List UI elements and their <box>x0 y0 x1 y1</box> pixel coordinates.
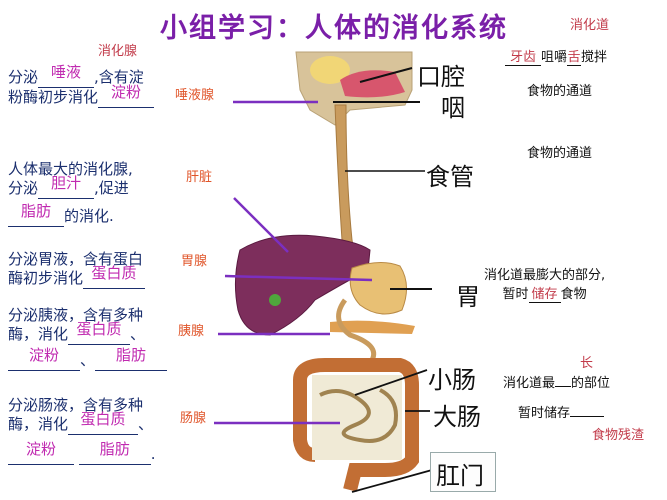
gland-label-salivary: 唾液腺 <box>175 88 215 103</box>
answer-blank[interactable]: 唾液 <box>38 63 95 88</box>
organ-label-small-intestine: 小肠 <box>428 366 476 394</box>
organ-label-pharynx: 咽 <box>441 94 465 122</box>
large-intestine-answer: 食物残渣 <box>592 428 645 443</box>
answer-blank[interactable]: 淀粉 <box>8 346 80 371</box>
pancreas-question: 分泌胰液，含有多种 酶，消化蛋白质、 淀粉、脂肪 <box>8 306 168 371</box>
large-intestine-shape <box>293 358 419 492</box>
answer-blank[interactable]: 脂肪 <box>8 202 64 227</box>
large-intestine-note: 暂时储存 <box>518 402 605 421</box>
intestinal-question: 分泌肠液，含有多种 酶，消化蛋白质、 淀粉 脂肪. <box>8 396 156 465</box>
gastric-question: 分泌胃液，含有蛋白 酶初步消化蛋白质 <box>8 250 146 289</box>
answer-blank[interactable]: 胆汁 <box>38 174 95 199</box>
answer-blank[interactable]: 蛋白质 <box>83 264 146 289</box>
organ-label-esophagus: 食管 <box>426 163 474 191</box>
mouth-note: 牙齿咀嚼舌搅拌 <box>505 46 607 66</box>
stomach-note: 消化道最膨大的部分, 暂时储存食物 <box>484 268 606 303</box>
pancreas-shape <box>330 320 415 334</box>
small-intestine-shape <box>319 388 398 443</box>
answer-blank[interactable] <box>570 416 605 417</box>
answer-blank[interactable]: 储存 <box>528 283 561 303</box>
answer-blank[interactable]: 蛋白质 <box>68 320 131 345</box>
gland-label-intestinal: 肠腺 <box>180 411 207 426</box>
answer-blank[interactable]: 蛋白质 <box>68 410 139 435</box>
answer-blank[interactable]: 淀粉 <box>8 440 74 465</box>
anus-label-box <box>430 452 496 492</box>
answer-blank[interactable]: 脂肪 <box>78 440 151 465</box>
answer-blank[interactable]: 牙齿 <box>505 46 541 66</box>
salivary-gland-shape <box>310 56 350 84</box>
salivary-question: 分泌唾液,含有淀 粉酶初步消化淀粉 <box>8 63 155 108</box>
gallbladder-shape <box>269 294 281 306</box>
answer-blank[interactable] <box>555 386 572 387</box>
pharynx-note: 食物的通道 <box>527 84 593 99</box>
small-intestine-note: 消化道最的部位 <box>503 376 611 391</box>
esophagus-note: 食物的通道 <box>527 146 593 161</box>
liver-question: 人体最大的消化腺, 分泌胆汁,促进 脂肪的消化. <box>8 160 133 227</box>
answer-blank[interactable]: 脂肪 <box>95 346 168 371</box>
organ-label-stomach: 胃 <box>456 283 480 311</box>
organ-label-anus: 肛门 <box>436 462 484 490</box>
organ-label-large-intestine: 大肠 <box>433 403 481 431</box>
answer-blank[interactable]: 淀粉 <box>98 83 155 108</box>
organ-label-mouth: 口腔 <box>417 63 465 91</box>
tongue-shape <box>340 70 405 98</box>
page-title: 小组学习：人体的消化系统 <box>160 13 508 44</box>
glands-header: 消化腺 <box>98 44 138 59</box>
gland-label-pancreas: 胰腺 <box>178 324 205 339</box>
liver-shape <box>234 234 371 336</box>
tract-header: 消化道 <box>570 18 610 33</box>
answer-blank[interactable]: 舌 <box>567 46 582 66</box>
gland-label-liver: 肝脏 <box>186 170 213 185</box>
stomach-shape <box>349 262 407 315</box>
gland-label-gastric: 胃腺 <box>181 254 208 269</box>
abdominal-cavity-shape <box>312 375 402 460</box>
small-intestine-answer: 长 <box>580 356 594 371</box>
